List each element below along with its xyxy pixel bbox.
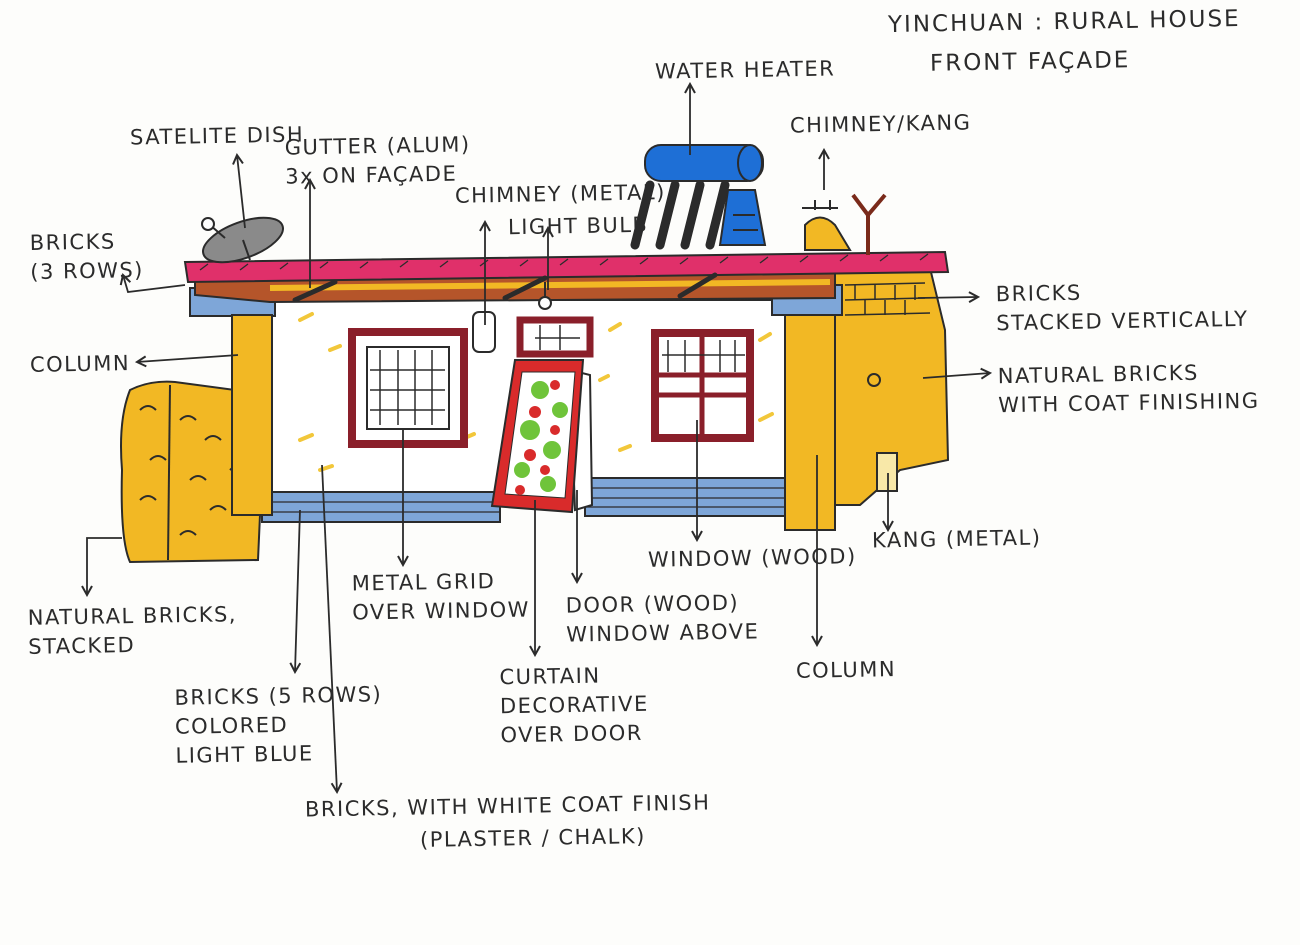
label-bricks-vertical: BRICKS STACKED VERTICALLY bbox=[995, 280, 1249, 336]
right-side-wall bbox=[828, 266, 950, 506]
blue-brick-band bbox=[261, 477, 801, 523]
leader-arrows bbox=[87, 84, 990, 792]
left-column bbox=[189, 287, 276, 516]
label-column-left: COLUMN bbox=[29, 351, 131, 377]
chimney-kang bbox=[802, 193, 887, 255]
label-column-right: COLUMN bbox=[795, 657, 897, 683]
water-heater bbox=[630, 144, 767, 250]
label-kang-metal: KANG (METAL) bbox=[871, 525, 1042, 553]
right-column bbox=[771, 284, 843, 531]
gutters bbox=[292, 272, 718, 303]
label-gutter: GUTTER (ALUM) 3x ON FAÇADE bbox=[284, 132, 471, 189]
label-bricks-3-rows: BRICKS (3 ROWS) bbox=[29, 229, 145, 284]
door-curtain bbox=[490, 359, 594, 514]
label-metal-grid: METAL GRID OVER WINDOW bbox=[351, 569, 531, 625]
label-light-bulb: LIGHT BULB bbox=[507, 212, 649, 240]
label-chimney-kang: CHIMNEY/KANG bbox=[789, 110, 972, 138]
door-top-window bbox=[516, 316, 594, 358]
natural-bricks-pile bbox=[120, 380, 264, 564]
label-satellite-dish: SATELITE DISH bbox=[129, 122, 305, 150]
label-natural-bricks-coat: NATURAL BRICKS WITH COAT FINISHING bbox=[997, 360, 1260, 418]
metal-chimney bbox=[472, 311, 496, 353]
window-right bbox=[651, 329, 754, 442]
title-line2: FRONT FAÇADE bbox=[929, 47, 1131, 77]
label-white-coat-line2: (PLASTER / CHALK) bbox=[419, 824, 647, 852]
label-water-heater: WATER HEATER bbox=[654, 56, 836, 84]
label-bricks-5-rows: BRICKS (5 ROWS) COLORED LIGHT BLUE bbox=[174, 682, 383, 768]
label-chimney-metal: CHIMNEY (METAL) bbox=[454, 180, 666, 208]
roof-edge bbox=[183, 250, 950, 284]
title-line1: YINCHUAN : RURAL HOUSE bbox=[887, 5, 1241, 39]
label-curtain: CURTAIN DECORATIVE OVER DOOR bbox=[499, 663, 649, 748]
label-natural-bricks-stacked: NATURAL BRICKS, STACKED bbox=[27, 602, 238, 659]
kang-door bbox=[876, 452, 898, 492]
light-bulb bbox=[538, 282, 552, 310]
label-window-wood: WINDOW (WOOD) bbox=[647, 544, 857, 572]
satellite-dish bbox=[201, 216, 284, 264]
label-door: DOOR (WOOD) WINDOW ABOVE bbox=[565, 590, 760, 647]
window-left bbox=[348, 328, 468, 448]
